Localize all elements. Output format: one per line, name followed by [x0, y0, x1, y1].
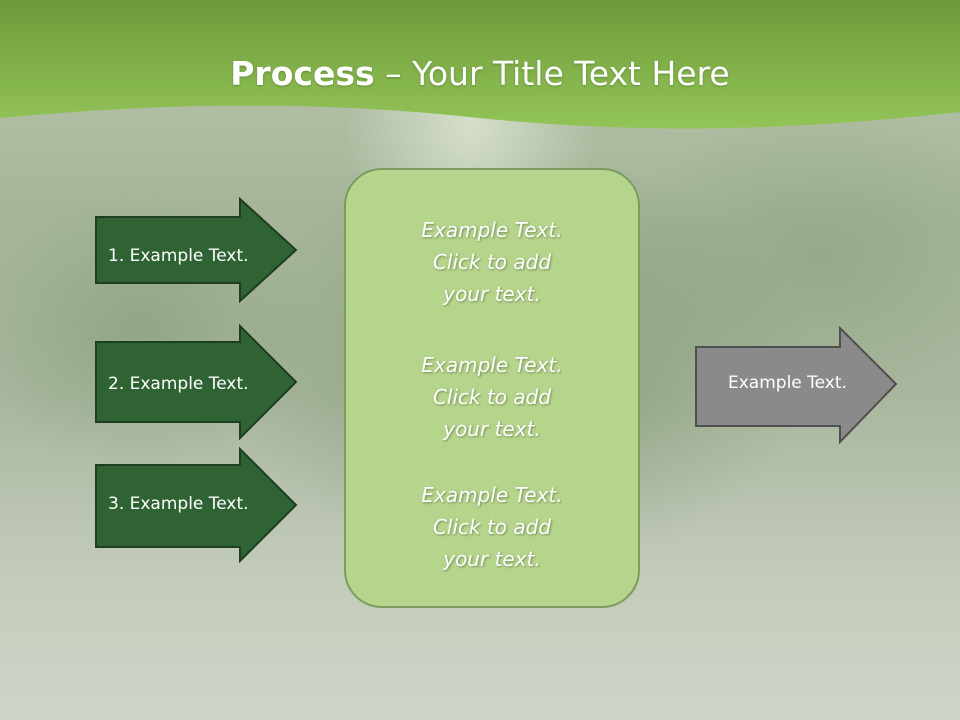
panel-line: Example Text. [421, 218, 563, 242]
left-arrow-3[interactable]: 3. Example Text. [94, 447, 300, 565]
right-arrow[interactable]: Example Text. [694, 326, 900, 444]
title-bold-part: Process [230, 54, 375, 93]
left-arrow-1-label: 1. Example Text. [108, 246, 249, 266]
panel-line: Click to add [432, 515, 552, 539]
left-arrow-2-label: 2. Example Text. [108, 374, 249, 394]
title-banner: Process – Your Title Text Here [0, 0, 960, 140]
panel-line: Click to add [432, 385, 552, 409]
panel-line: Click to add [432, 250, 552, 274]
left-arrow-2[interactable]: 2. Example Text. [94, 324, 300, 440]
panel-text-block-1: Example Text. Click to add your text. [346, 214, 638, 310]
panel-line: your text. [443, 417, 541, 441]
page-title: Process – Your Title Text Here [0, 52, 960, 96]
panel-text-block-2: Example Text. Click to add your text. [346, 349, 638, 445]
left-arrow-1[interactable]: 1. Example Text. [94, 197, 300, 303]
left-arrow-3-label: 3. Example Text. [108, 494, 249, 514]
panel-line: your text. [443, 547, 541, 571]
panel-line: your text. [443, 282, 541, 306]
center-text-panel[interactable]: Example Text. Click to add your text. Ex… [344, 168, 640, 608]
right-arrow-label: Example Text. [728, 373, 847, 393]
title-rest-part: – Your Title Text Here [374, 54, 730, 93]
panel-line: Example Text. [421, 353, 563, 377]
panel-line: Example Text. [421, 483, 563, 507]
panel-text-block-3: Example Text. Click to add your text. [346, 479, 638, 575]
